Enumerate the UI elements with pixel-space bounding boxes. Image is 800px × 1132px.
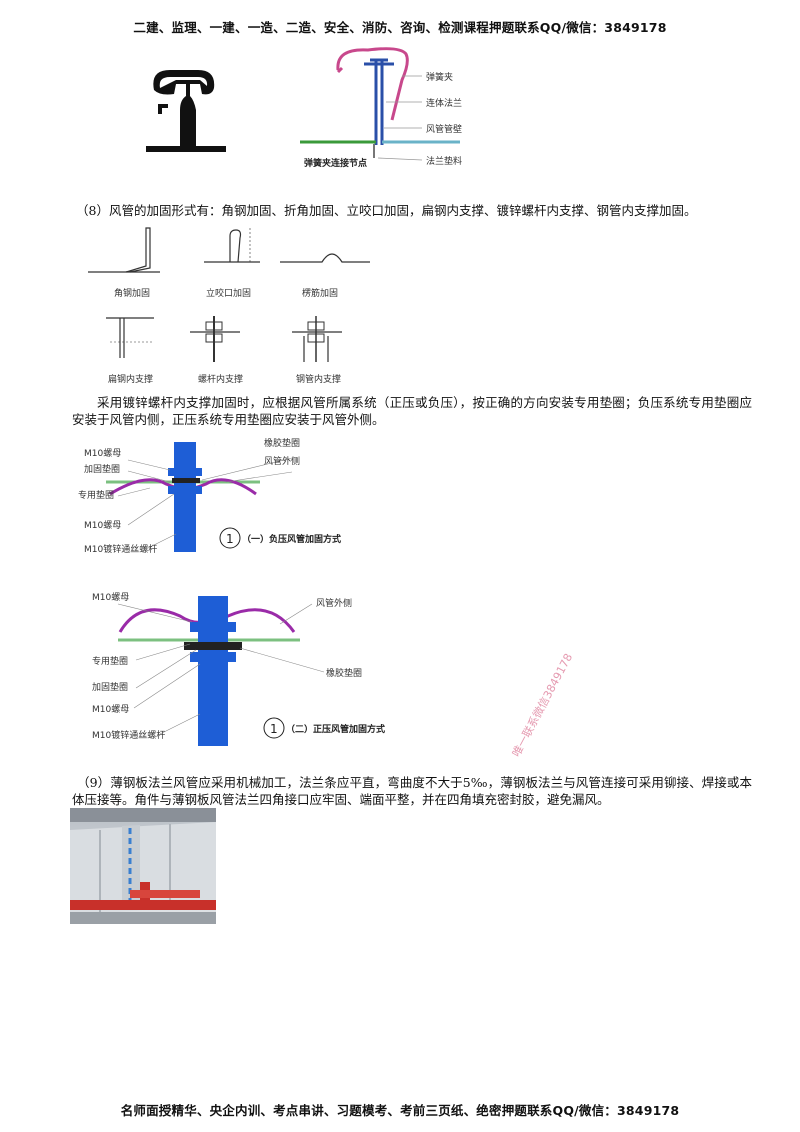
page-header: 二建、监理、一建、一造、二造、安全、消防、咨询、检测课程押题联系QQ/微信：38… [133, 20, 667, 35]
neg-label-reinforce-washer: 加固垫圈 [84, 463, 120, 475]
label-spring-clip: 弹簧夹 [426, 71, 453, 83]
flange-profile-figure [146, 70, 226, 152]
pos-figure-title: （二）正压风管加固方式 [286, 723, 385, 735]
neg-label-special-washer: 专用垫圈 [78, 489, 114, 501]
pos-label-threaded-rod: M10镀锌通丝螺杆 [92, 729, 165, 741]
reinforcement-forms-figure: 角钢加固 立咬口加固 楞筋加固 扁钢内支撑 螺杆内支撑 钢管内支撑 [88, 227, 370, 385]
neg-label-threaded-rod: M10镀锌通丝螺杆 [84, 543, 157, 555]
neg-label-nut-1: M10螺母 [84, 448, 121, 459]
duct-flange-photo [70, 808, 216, 924]
pos-label-nut-1: M10螺母 [92, 592, 129, 603]
label-flange-gasket: 法兰垫料 [426, 155, 462, 167]
paragraph-8: （8）风管的加固形式有：角钢加固、折角加固、立咬口加固，扁钢内支撑、镀锌螺杆内支… [76, 203, 697, 218]
neg-figure-title: （一）负压风管加固方式 [242, 533, 341, 545]
pos-label-duct-outside: 风管外侧 [316, 597, 352, 609]
paragraph-9: （9）薄钢板法兰风管应采用机械加工，法兰条应平直，弯曲度不大于5‰，薄钢板法兰与… [72, 775, 752, 807]
caption-ribbed: 楞筋加固 [302, 287, 338, 299]
pos-label-rubber-washer: 橡胶垫圈 [326, 667, 362, 679]
spring-clip-node-title: 弹簧夹连接节点 [304, 157, 367, 169]
caption-angle-steel: 角钢加固 [114, 287, 150, 299]
pos-label-nut-2: M10螺母 [92, 704, 129, 715]
watermark-text: 唯一联系微信3849178 [509, 651, 576, 760]
paragraph-screw-support: 采用镀锌螺杆内支撑加固时，应根据风管所属系统（正压或负压），按正确的方向安装专用… [72, 395, 752, 427]
neg-label-rubber-washer: 橡胶垫圈 [264, 438, 300, 449]
label-duct-wall: 风管管壁 [426, 123, 462, 135]
positive-pressure-figure: M10螺母 专用垫圈 加固垫圈 M10螺母 M10镀锌通丝螺杆 风管外侧 橡胶垫… [92, 592, 385, 746]
pos-label-reinforce-washer: 加固垫圈 [92, 681, 128, 693]
pos-figure-number: 1 [270, 722, 278, 736]
page-footer: 名师面授精华、央企内训、考点串讲、习题模考、考前三页纸、绝密押题联系QQ/微信：… [120, 1103, 680, 1118]
caption-tube-support: 钢管内支撑 [296, 373, 341, 385]
caption-flat-steel: 扁钢内支撑 [108, 373, 153, 385]
caption-screw-support: 螺杆内支撑 [198, 373, 243, 385]
neg-figure-number: 1 [226, 532, 234, 546]
label-joined-flange: 连体法兰 [426, 97, 462, 109]
pos-label-special-washer: 专用垫圈 [92, 655, 128, 667]
caption-standing-seam: 立咬口加固 [206, 287, 251, 299]
spring-clip-node-figure: 弹簧夹 连体法兰 风管管壁 法兰垫料 弹簧夹连接节点 [300, 47, 462, 169]
neg-label-nut-2: M10螺母 [84, 520, 121, 531]
negative-pressure-figure: M10螺母 加固垫圈 专用垫圈 M10螺母 M10镀锌通丝螺杆 橡胶垫圈 风管外… [78, 438, 341, 555]
neg-label-duct-outside: 风管外侧 [264, 455, 300, 467]
